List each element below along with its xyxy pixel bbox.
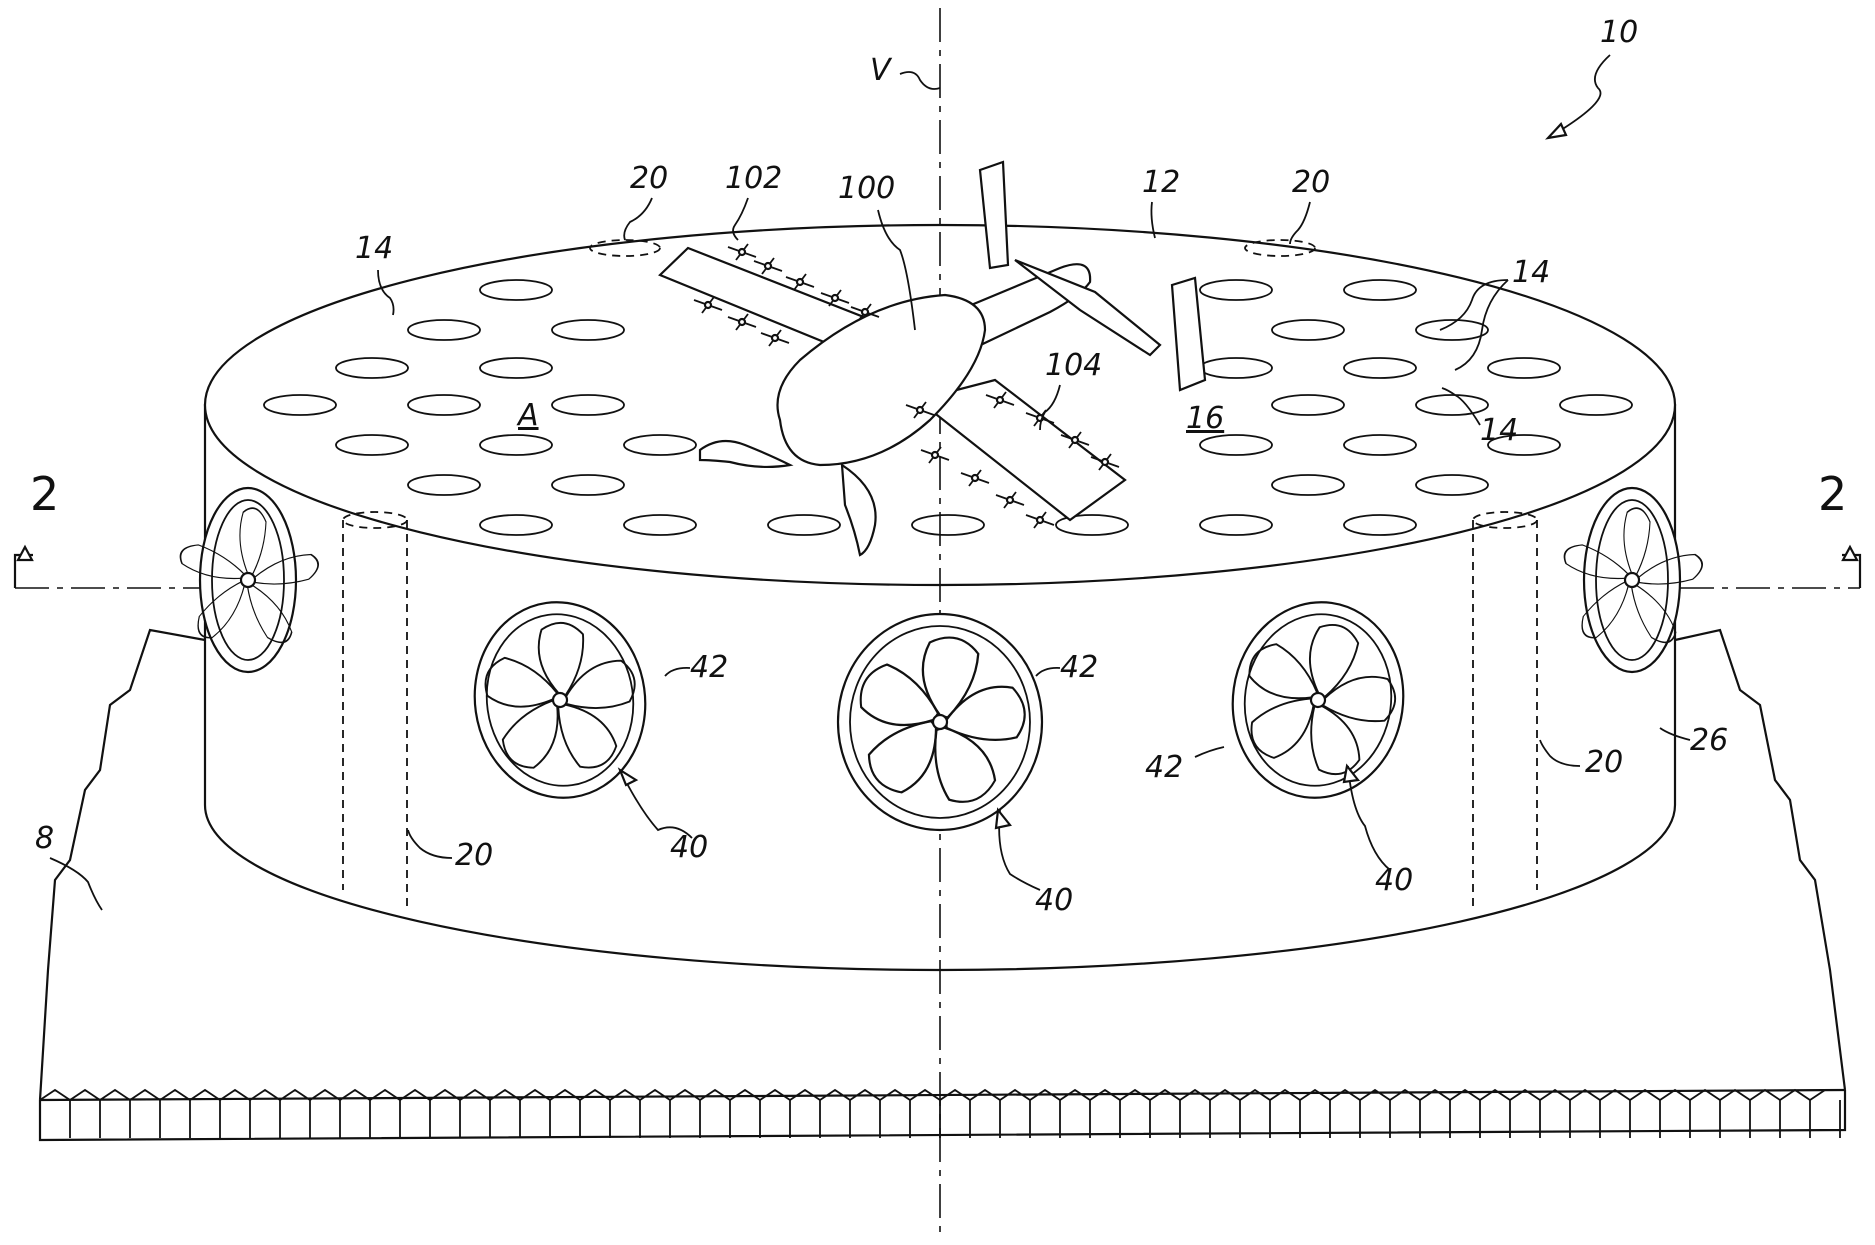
label-platform-top: 12 [1142, 165, 1180, 200]
label-aircraft: 100 [838, 171, 895, 206]
label-assembly: 10 [1600, 15, 1638, 50]
fan-hub [552, 692, 568, 708]
label-ducts-left: 20 [630, 161, 668, 196]
label-fan-assembly-2: 40 [1035, 883, 1073, 918]
label-openings-tl: 14 [355, 231, 393, 266]
label-ducts-lower-right: 20 [1585, 745, 1623, 780]
label-ducts-lower-left: 20 [455, 838, 493, 873]
label-fan-assembly-3: 40 [1375, 863, 1413, 898]
label-wing-props-front: 102 [725, 161, 782, 196]
label-openings-r2: 14 [1480, 413, 1518, 448]
label-openings-r1: 14 [1512, 255, 1550, 290]
fan-hub [933, 715, 947, 729]
label-ducts-right: 20 [1292, 165, 1330, 200]
label-sidewall: 26 [1690, 723, 1728, 758]
label-fan-housing-1: 42 [690, 650, 728, 685]
label-vertical-axis: V [870, 53, 893, 88]
fan-hub [1310, 692, 1326, 708]
fan-hub [241, 573, 255, 587]
label-section-right: 2 [1818, 467, 1847, 521]
fan-hub [1625, 573, 1639, 587]
label-section-left: 2 [30, 467, 59, 521]
label-wing-props-rear: 104 [1045, 348, 1102, 383]
label-fan-housing-3: 42 [1145, 750, 1183, 785]
fan-assembly [838, 614, 1042, 830]
label-region: A [516, 398, 539, 433]
label-ground: 8 [35, 821, 54, 856]
label-surface: 16 [1186, 401, 1224, 436]
label-fan-housing-2: 42 [1060, 650, 1098, 685]
